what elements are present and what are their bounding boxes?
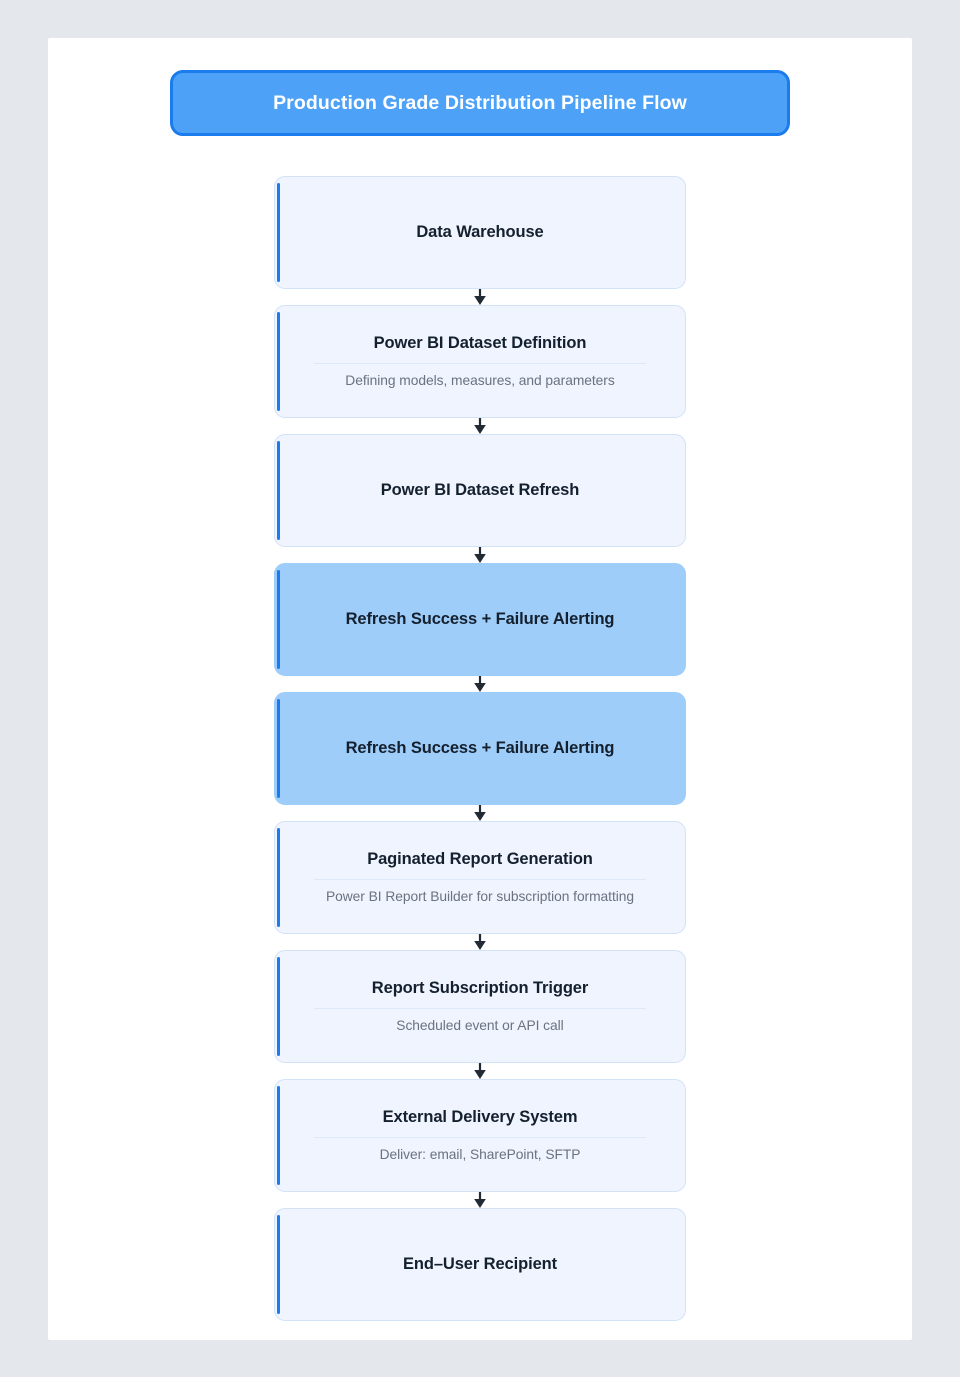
node-accent-bar [277, 1215, 280, 1314]
node-accent-bar [277, 570, 280, 669]
node-subtitle: Scheduled event or API call [396, 1017, 564, 1033]
flow-connector-arrow [274, 676, 686, 692]
node-divider [314, 362, 646, 364]
node-title: Report Subscription Trigger [371, 978, 589, 997]
flow-step: End–User Recipient [274, 1208, 686, 1321]
flow-node-data-warehouse[interactable]: Data Warehouse [274, 176, 686, 289]
flow-connector-arrow [274, 418, 686, 434]
flow-node-refresh-alerting-1[interactable]: Refresh Success + Failure Alerting [274, 563, 686, 676]
node-divider [314, 1007, 646, 1009]
node-title: Power BI Dataset Refresh [380, 480, 580, 499]
flow-step: Data Warehouse [274, 176, 686, 289]
node-accent-bar [277, 957, 280, 1056]
node-title: End–User Recipient [402, 1254, 558, 1273]
node-title: Refresh Success + Failure Alerting [345, 609, 615, 628]
node-title: Power BI Dataset Definition [373, 333, 587, 352]
node-subtitle: Deliver: email, SharePoint, SFTP [379, 1146, 581, 1162]
node-divider [314, 1136, 646, 1138]
node-accent-bar [277, 312, 280, 411]
node-divider [314, 878, 646, 880]
node-title: External Delivery System [382, 1107, 578, 1126]
flow-connector-arrow [274, 547, 686, 563]
node-title: Paginated Report Generation [367, 849, 593, 868]
flow-step: Refresh Success + Failure Alerting [274, 563, 686, 676]
flow-connector-arrow [274, 289, 686, 305]
flow-step: Refresh Success + Failure Alerting [274, 692, 686, 805]
node-subtitle: Power BI Report Builder for subscription… [325, 888, 634, 904]
node-accent-bar [277, 183, 280, 282]
flow-step: Power BI Dataset Refresh [274, 434, 686, 547]
page-title: Production Grade Distribution Pipeline F… [273, 91, 687, 114]
flow-connector-arrow [274, 1063, 686, 1079]
node-title: Data Warehouse [416, 222, 544, 241]
flow-connector-arrow [274, 934, 686, 950]
diagram-title-banner: Production Grade Distribution Pipeline F… [170, 70, 790, 136]
flow-connector-arrow [274, 1192, 686, 1208]
flow-node-power-bi-dataset-refresh[interactable]: Power BI Dataset Refresh [274, 434, 686, 547]
flow-connector-arrow [274, 805, 686, 821]
node-title: Refresh Success + Failure Alerting [345, 738, 615, 757]
flow-node-refresh-alerting-2[interactable]: Refresh Success + Failure Alerting [274, 692, 686, 805]
node-subtitle: Defining models, measures, and parameter… [345, 372, 615, 388]
node-accent-bar [277, 828, 280, 927]
node-accent-bar [277, 441, 280, 540]
flow-node-end-user-recipient[interactable]: End–User Recipient [274, 1208, 686, 1321]
node-accent-bar [277, 1086, 280, 1185]
node-accent-bar [277, 699, 280, 798]
